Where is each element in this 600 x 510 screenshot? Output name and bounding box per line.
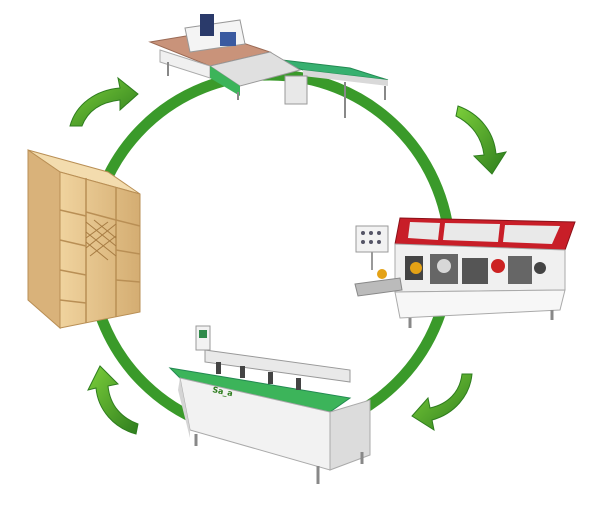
- flow-arrow-bottom-right: [411, 373, 473, 432]
- boring-machine-brand: Sa_a: [212, 385, 234, 398]
- side-boring-machine-icon: Sa_a: [168, 325, 371, 484]
- flow-arrow-top-right: [455, 105, 508, 175]
- wooden-cabinet-icon: [27, 149, 141, 330]
- edge-banding-machine-icon: [354, 217, 576, 328]
- flow-arrow-bottom-left: [87, 365, 139, 435]
- cnc-nesting-router-icon: [148, 14, 389, 118]
- flow-arrow-top-left: [69, 76, 139, 127]
- edge-bander-units: [405, 254, 546, 284]
- cabinet-lattice: [85, 219, 117, 261]
